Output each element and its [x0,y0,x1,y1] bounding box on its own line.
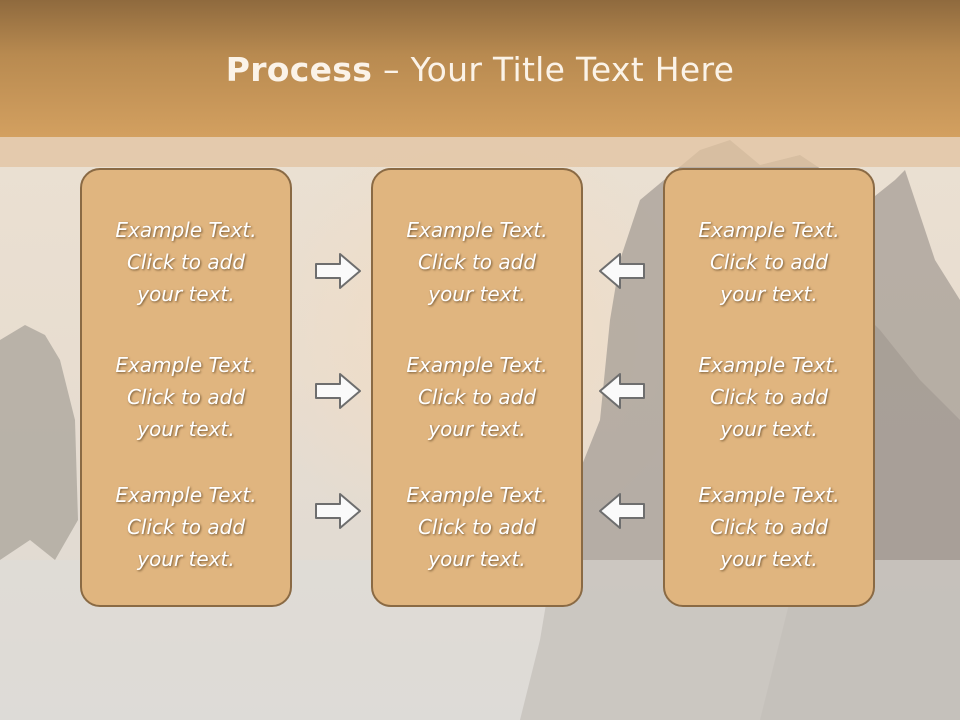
right-arrow-icon [315,253,361,289]
title-subband [0,137,960,167]
text-line: Click to add [126,385,246,409]
left-arrow-icon [599,493,645,529]
text-block[interactable]: Example Text. Click to add your text. [82,479,290,575]
text-block[interactable]: Example Text. Click to add your text. [82,214,290,310]
text-line: Example Text. [406,483,548,507]
text-line: Click to add [417,385,537,409]
text-line: Click to add [417,515,537,539]
text-line: Click to add [126,250,246,274]
text-line: Example Text. [406,353,548,377]
text-line: your text. [137,417,235,441]
text-block[interactable]: Example Text. Click to add your text. [665,479,873,575]
title-rest: Your Title Text Here [410,50,735,89]
title-separator: – [372,50,411,89]
process-box-center[interactable]: Example Text. Click to add your text. Ex… [371,168,583,607]
text-line: Example Text. [115,483,257,507]
text-line: your text. [720,417,818,441]
text-line: Example Text. [698,483,840,507]
text-line: Example Text. [698,353,840,377]
title-bold: Process [225,50,373,89]
mountain-left [0,325,78,560]
right-arrow-icon [315,373,361,409]
text-line: Click to add [417,250,537,274]
text-line: Example Text. [115,353,257,377]
text-line: Click to add [709,515,829,539]
text-line: your text. [428,417,526,441]
left-arrow-icon [599,373,645,409]
text-block[interactable]: Example Text. Click to add your text. [373,479,581,575]
text-block[interactable]: Example Text. Click to add your text. [82,349,290,445]
text-line: Click to add [126,515,246,539]
text-line: your text. [428,282,526,306]
text-block[interactable]: Example Text. Click to add your text. [665,214,873,310]
text-line: Click to add [709,385,829,409]
text-line: your text. [137,547,235,571]
process-box-right[interactable]: Example Text. Click to add your text. Ex… [663,168,875,607]
text-block[interactable]: Example Text. Click to add your text. [373,214,581,310]
text-line: your text. [720,282,818,306]
text-line: your text. [137,282,235,306]
process-box-left[interactable]: Example Text. Click to add your text. Ex… [80,168,292,607]
text-line: Example Text. [698,218,840,242]
text-line: your text. [428,547,526,571]
text-line: Click to add [709,250,829,274]
text-line: your text. [720,547,818,571]
text-line: Example Text. [406,218,548,242]
title-band [0,0,960,137]
text-block[interactable]: Example Text. Click to add your text. [373,349,581,445]
slide-title[interactable]: Process – Your Title Text Here [0,50,960,89]
text-line: Example Text. [115,218,257,242]
text-block[interactable]: Example Text. Click to add your text. [665,349,873,445]
right-arrow-icon [315,493,361,529]
left-arrow-icon [599,253,645,289]
